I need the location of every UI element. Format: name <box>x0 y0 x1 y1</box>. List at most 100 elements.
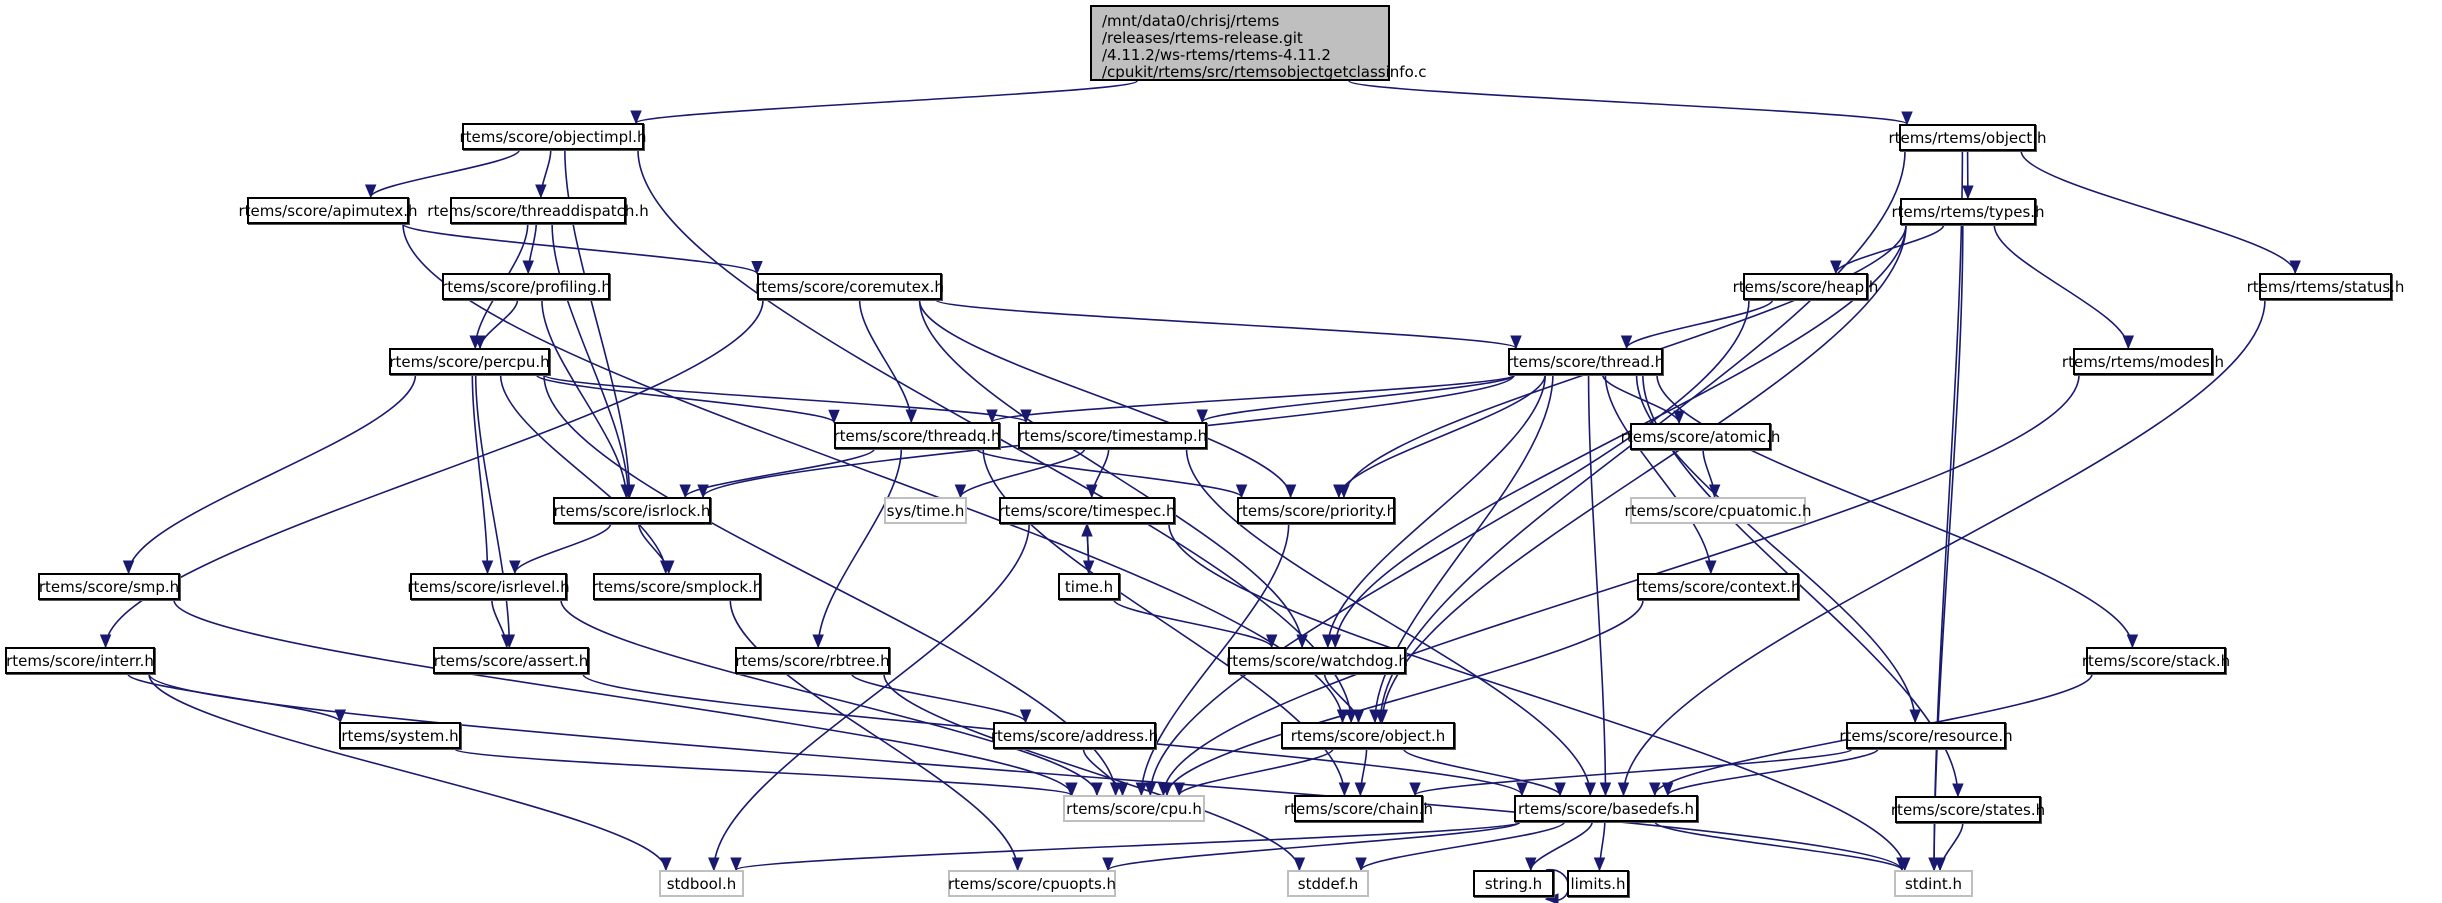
header-node-label[interactable]: rtems/system.h <box>341 726 459 745</box>
header-node-label: stdbool.h <box>666 874 737 893</box>
header-node-label[interactable]: rtems/score/atomic.h <box>1620 427 1781 446</box>
header-node-label[interactable]: rtems/score/basedefs.h <box>1518 799 1694 818</box>
header-node-label[interactable]: rtems/rtems/status.h <box>2246 277 2405 296</box>
edge-timespec-to-stdint <box>1168 523 1906 871</box>
header-node-label[interactable]: rtems/score/smplock.h <box>591 577 763 596</box>
edge-percpu-to-threadq <box>535 374 835 424</box>
header-node-label[interactable]: rtems/score/states.h <box>1890 800 2046 819</box>
header-node-label[interactable]: rtems/score/objectimpl.h <box>459 127 647 146</box>
header-node-isrlevel[interactable]: rtems/score/isrlevel.h <box>407 573 570 600</box>
header-node-label[interactable]: rtems/score/object.h <box>1290 726 1446 745</box>
header-node-address[interactable]: rtems/score/address.h <box>990 722 1159 749</box>
edge-isrlock-to-isrlevel-arrowhead <box>509 560 521 575</box>
header-node-stringh[interactable]: string.h <box>1473 870 1554 897</box>
header-node-label[interactable]: rtems/score/context.h <box>1635 577 1801 596</box>
header-node-label[interactable]: rtems/score/stack.h <box>2081 651 2231 670</box>
header-node-atomic[interactable]: rtems/score/atomic.h <box>1621 423 1780 450</box>
header-node-label[interactable]: rtems/rtems/types.h <box>1891 202 2045 221</box>
edge-timestamp-to-basedefs-arrowhead <box>1584 782 1596 797</box>
header-node-label[interactable]: rtems/score/isrlock.h <box>553 501 711 520</box>
edge-isrlock-to-smplock-arrowhead <box>662 560 675 575</box>
header-node-priority[interactable]: rtems/score/priority.h <box>1235 497 1397 524</box>
header-node-timestamp[interactable]: rtems/score/timestamp.h <box>1018 422 1207 449</box>
header-node-label[interactable]: rtems/score/profiling.h <box>441 277 611 296</box>
header-node-stack[interactable]: rtems/score/stack.h <box>2082 647 2230 674</box>
edge-states-to-stdint-arrowhead <box>1934 857 1946 872</box>
header-node-label[interactable]: rtems/score/timestamp.h <box>1017 426 1208 445</box>
header-node-rbtree[interactable]: rtems/score/rbtree.h <box>735 647 890 674</box>
header-node-label[interactable]: string.h <box>1484 874 1543 893</box>
edge-types-to-modes-arrowhead <box>2122 335 2135 350</box>
header-node-status[interactable]: rtems/rtems/status.h <box>2247 273 2404 300</box>
header-node-apimutex[interactable]: rtems/score/apimutex.h <box>238 197 418 224</box>
header-node-basedefs[interactable]: rtems/score/basedefs.h <box>1514 795 1698 822</box>
header-node-states[interactable]: rtems/score/states.h <box>1891 796 2045 823</box>
edge-rbtree-to-stddef <box>883 673 1301 871</box>
edge-types-to-modes <box>1993 224 2130 349</box>
header-node-modes[interactable]: rtems/rtems/modes.h <box>2062 348 2224 375</box>
header-node-resource[interactable]: rtems/score/resource.h <box>1839 722 2013 749</box>
header-node-label[interactable]: rtems/rtems/modes.h <box>2061 352 2225 371</box>
edge-system-to-cpu-arrowhead <box>1065 782 1077 797</box>
edge-types-to-watchdog <box>1334 224 1907 648</box>
header-node-label[interactable]: time.h <box>1064 577 1114 596</box>
header-node-label[interactable]: rtems/score/assert.h <box>433 651 589 670</box>
header-node-label[interactable]: rtems/score/address.h <box>990 726 1159 745</box>
edge-timestamp-to-timespec-arrowhead <box>1086 484 1098 499</box>
header-node-label[interactable]: rtems/score/coremutex.h <box>755 277 944 296</box>
root-file-label: /mnt/data0/chrisj/rtems /releases/rtems-… <box>1102 12 1427 81</box>
header-node-profiling[interactable]: rtems/score/profiling.h <box>441 273 611 300</box>
header-node-context[interactable]: rtems/score/context.h <box>1635 573 1801 600</box>
header-node-label[interactable]: rtems/rtems/object.h <box>1888 128 2047 147</box>
header-node-percpu[interactable]: rtems/score/percpu.h <box>389 348 550 375</box>
header-node-label[interactable]: rtems/score/threadq.h <box>833 426 1001 445</box>
header-node-threadq[interactable]: rtems/score/threadq.h <box>833 422 1001 449</box>
edge-coremutex-to-threadq <box>858 299 913 423</box>
edge-timestamp-to-basedefs <box>1185 448 1592 796</box>
edge-modes-to-cpu <box>1162 374 2080 796</box>
header-node-limits[interactable]: limits.h <box>1567 870 1629 897</box>
edge-rbtree-to-address-arrowhead <box>1019 709 1032 724</box>
header-node-rtobject[interactable]: rtems/rtems/object.h <box>1889 124 2047 151</box>
header-node-label[interactable]: limits.h <box>1570 874 1626 893</box>
header-node-timeh[interactable]: time.h <box>1058 573 1120 600</box>
header-node-label[interactable]: rtems/score/smp.h <box>38 577 180 596</box>
edge-watchdog-to-scoreobject-arrowhead <box>1352 709 1365 724</box>
header-node-label[interactable]: rtems/score/chain.h <box>1284 799 1434 818</box>
header-node-label[interactable]: rtems/score/threaddispatch.h <box>427 201 649 220</box>
header-node-label[interactable]: rtems/score/thread.h <box>1506 352 1665 371</box>
header-node-label[interactable]: rtems/score/apimutex.h <box>238 201 418 220</box>
header-node-label[interactable]: rtems/score/watchdog.h <box>1226 651 1408 670</box>
header-node-isrlock[interactable]: rtems/score/isrlock.h <box>553 497 711 524</box>
header-node-chain[interactable]: rtems/score/chain.h <box>1284 795 1433 822</box>
header-node-label[interactable]: rtems/score/heap.h <box>1732 277 1879 296</box>
header-node-threaddispatch[interactable]: rtems/score/threaddispatch.h <box>427 197 649 224</box>
edge-timeh-to-watchdog <box>1113 599 1273 648</box>
header-node-label[interactable]: rtems/score/isrlevel.h <box>407 577 570 596</box>
edge-timespec-to-stdbool-arrowhead <box>708 857 720 872</box>
header-node-label: rtems/score/cpuopts.h <box>947 874 1117 893</box>
header-node-thread[interactable]: rtems/score/thread.h <box>1506 348 1665 375</box>
edge-thread-to-basedefs-arrowhead <box>1599 782 1612 797</box>
header-node-label[interactable]: rtems/score/percpu.h <box>389 352 550 371</box>
header-node-assert[interactable]: rtems/score/assert.h <box>433 647 589 674</box>
header-node-objectimpl[interactable]: rtems/score/objectimpl.h <box>459 123 647 150</box>
header-node-types[interactable]: rtems/rtems/types.h <box>1891 198 2045 225</box>
header-node-system[interactable]: rtems/system.h <box>339 722 461 749</box>
header-node-label[interactable]: rtems/score/priority.h <box>1235 501 1397 520</box>
header-node-coremutex[interactable]: rtems/score/coremutex.h <box>755 273 944 300</box>
header-node-label[interactable]: rtems/score/resource.h <box>1839 726 2013 745</box>
header-node-interr[interactable]: rtems/score/interr.h <box>5 647 155 674</box>
header-node-label[interactable]: rtems/score/interr.h <box>6 651 154 670</box>
header-node-label[interactable]: rtems/score/rbtree.h <box>735 651 890 670</box>
header-node-label[interactable]: rtems/score/timespec.h <box>998 501 1176 520</box>
header-node-watchdog[interactable]: rtems/score/watchdog.h <box>1226 647 1408 674</box>
header-node-smp[interactable]: rtems/score/smp.h <box>38 573 180 600</box>
edge-stack-to-basedefs-arrowhead <box>1649 782 1661 797</box>
edge-thread-to-watchdog <box>1326 374 1547 648</box>
header-node-timespec[interactable]: rtems/score/timespec.h <box>998 497 1176 524</box>
header-node-scoreobject[interactable]: rtems/score/object.h <box>1281 722 1455 749</box>
header-node-smplock[interactable]: rtems/score/smplock.h <box>591 573 763 600</box>
header-node-heap[interactable]: rtems/score/heap.h <box>1733 273 1878 300</box>
